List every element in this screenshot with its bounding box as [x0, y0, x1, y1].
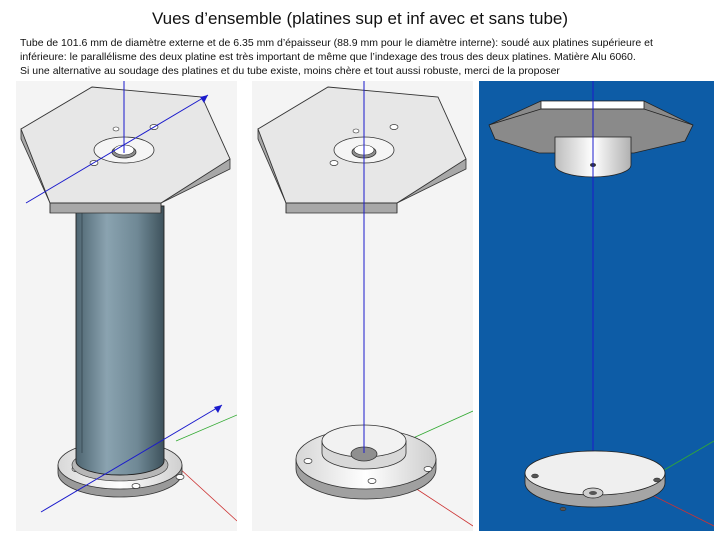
view-bottom — [479, 81, 714, 531]
axis-diagonal-top — [25, 94, 209, 204]
description-line-1: Tube de 101.6 mm de diamètre externe et … — [20, 37, 653, 49]
page-title: Vues d’ensemble (platines sup et inf ave… — [151, 9, 569, 28]
top-plate — [20, 86, 231, 214]
description-line-3: Si une alternative au soudage des platin… — [20, 65, 560, 77]
axis-green-line — [658, 440, 714, 474]
view-with-tube — [16, 81, 237, 531]
render-with-tube — [16, 81, 237, 531]
render-without-tube — [252, 81, 473, 531]
description-text: Tube de 101.6 mm de diamètre externe et … — [20, 36, 710, 78]
axis-red-line — [411, 485, 473, 527]
render-bottom-view — [479, 81, 714, 531]
description-line-2: inférieure: le parallélisme des deux pla… — [20, 51, 636, 63]
axis-diagonal-bottom — [40, 404, 223, 513]
axis-green-line — [175, 414, 237, 442]
arrow-head-bottom — [214, 405, 222, 413]
bottom-plate — [295, 424, 437, 500]
axis-red-line — [653, 495, 714, 527]
top-plate — [257, 86, 467, 214]
view-without-tube — [252, 81, 473, 531]
arrow-head-top — [200, 95, 208, 103]
bottom-plate-underside — [524, 450, 666, 512]
tube — [75, 205, 165, 476]
